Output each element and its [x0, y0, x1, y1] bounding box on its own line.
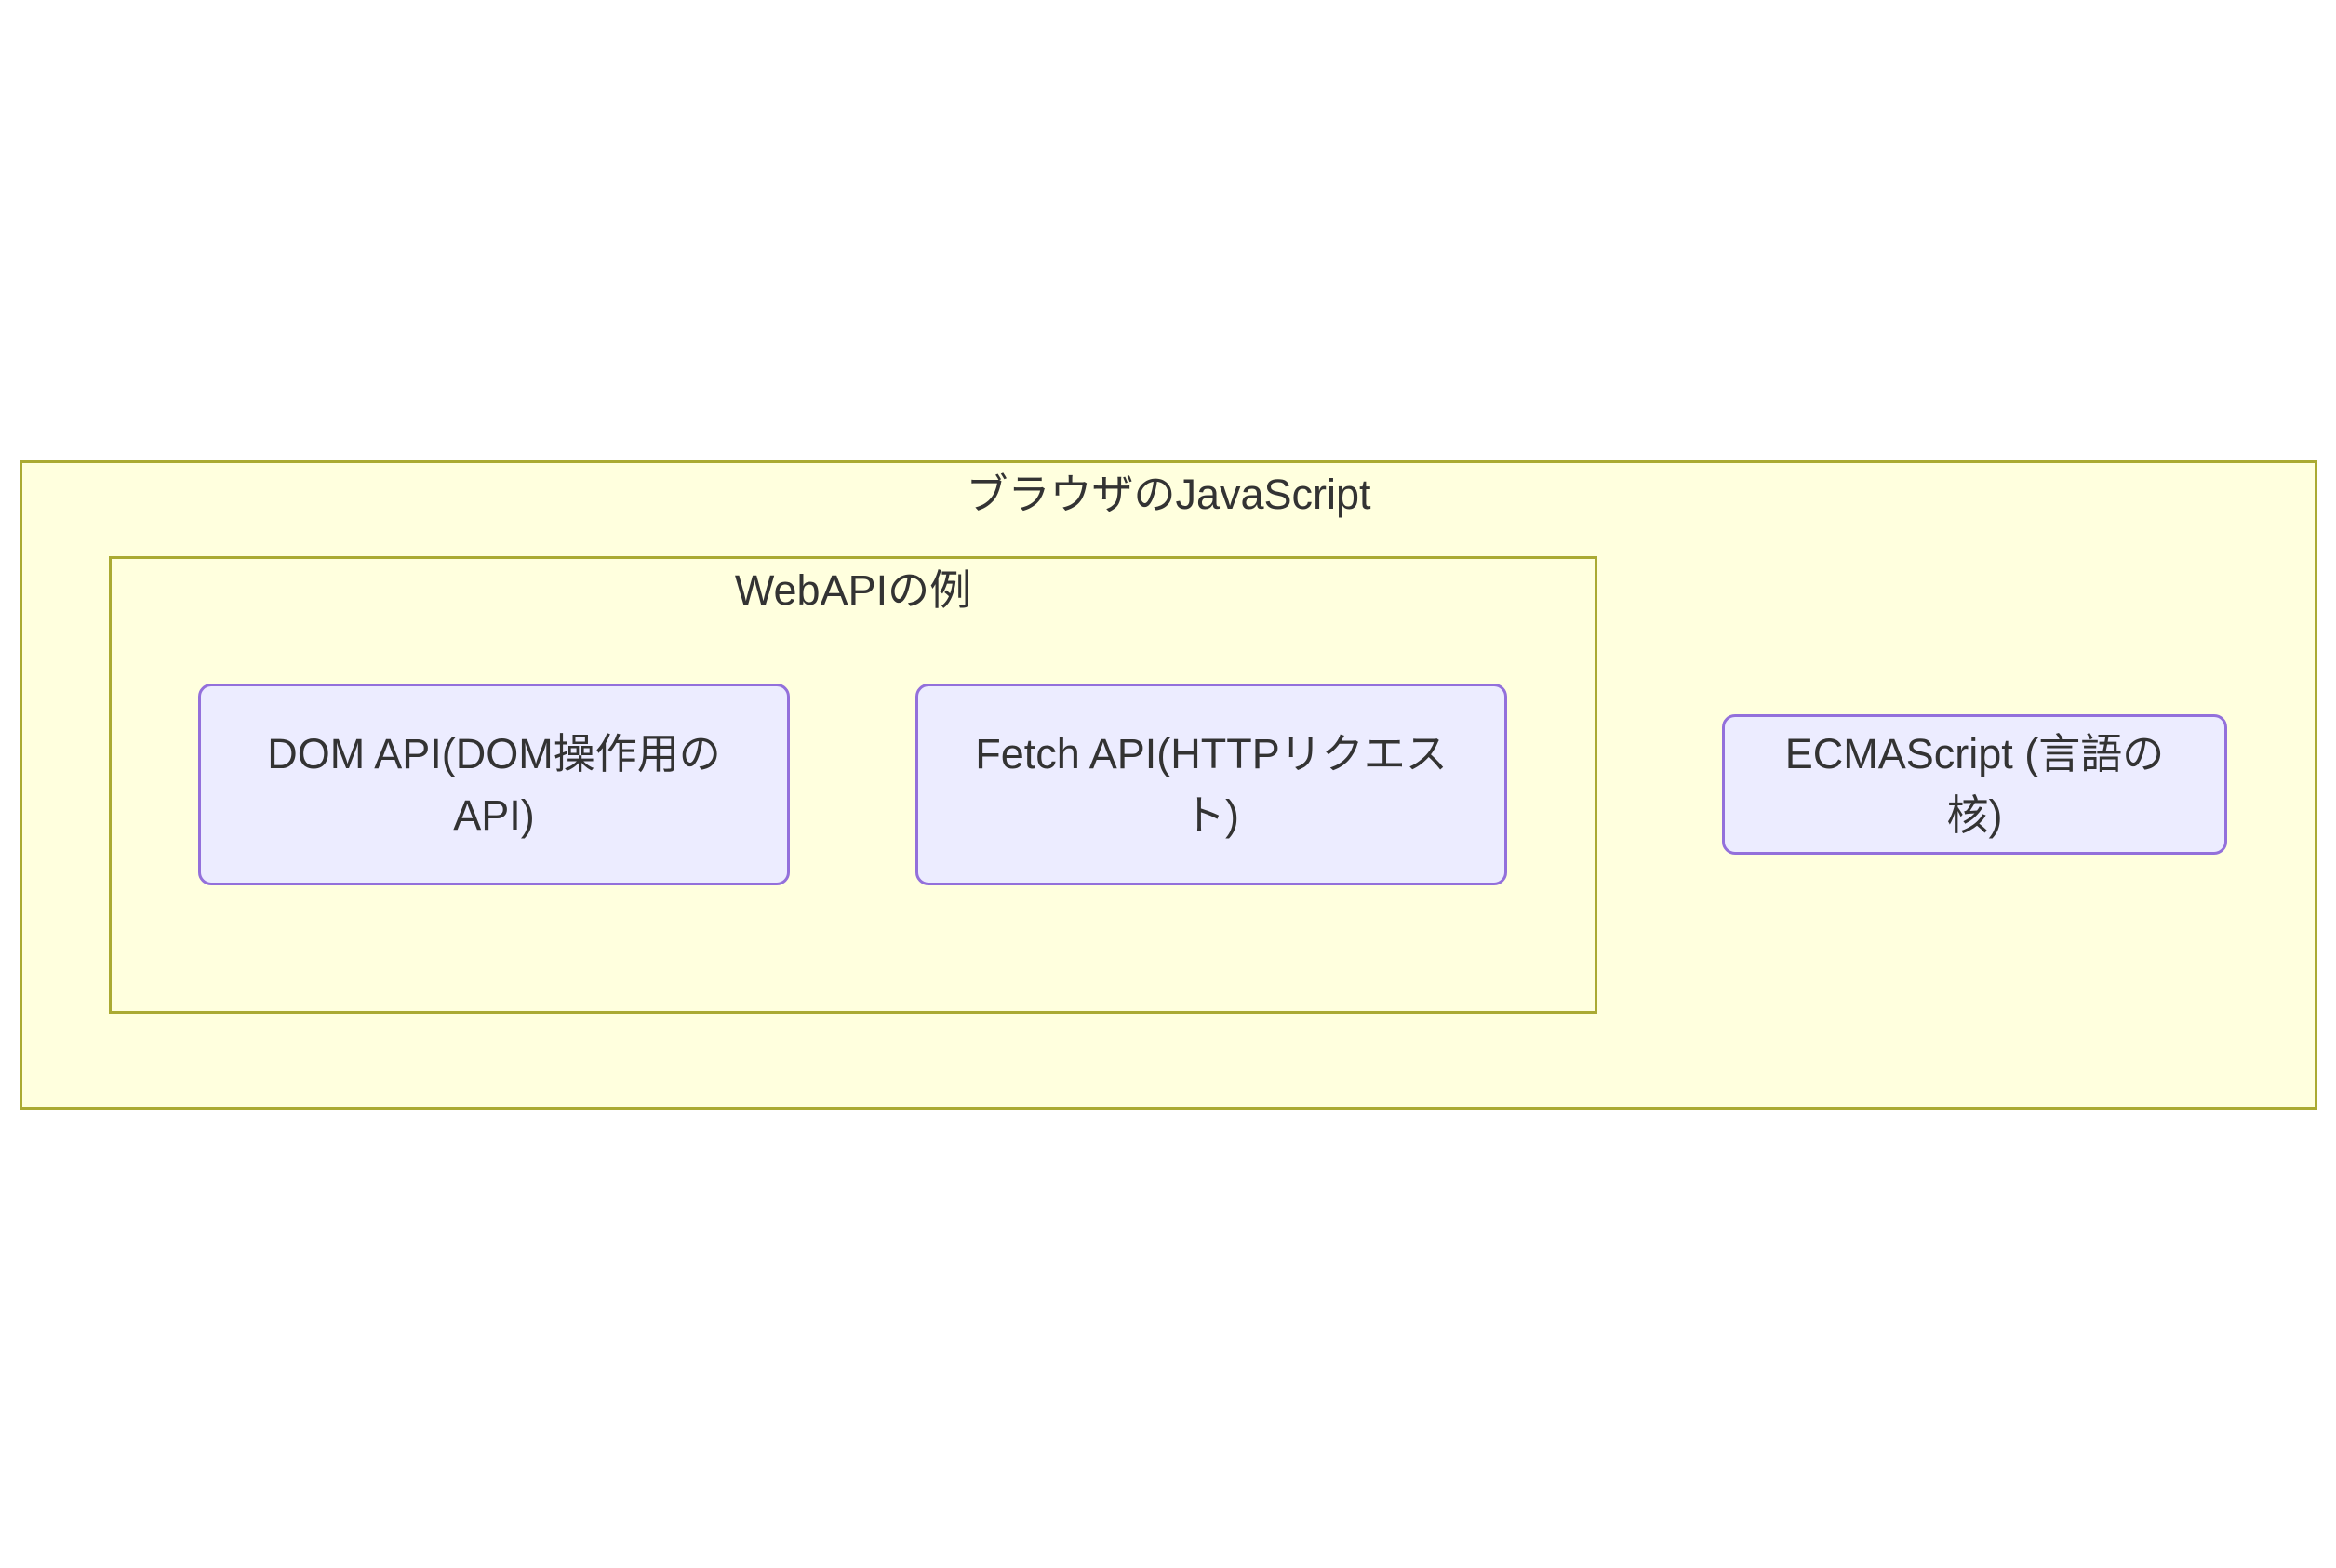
node-fetch-api-label: Fetch API(HTTPリクエス ト): [975, 724, 1448, 846]
node-dom-api: DOM API(DOM操作用の API): [198, 684, 790, 885]
node-dom-api-label-line1: DOM API(DOM操作用の: [267, 729, 721, 777]
node-fetch-api-label-line1: Fetch API(HTTPリクエス: [975, 729, 1448, 777]
node-ecmascript-label: ECMAScript (言語の核): [1784, 729, 2165, 839]
node-dom-api-label-line2: API): [453, 791, 535, 839]
node-fetch-api: Fetch API(HTTPリクエス ト): [915, 684, 1507, 885]
node-fetch-api-label-line2: ト): [1182, 791, 1239, 839]
cluster-title-browser-javascript: ブラウザのJavaScript: [966, 471, 1371, 518]
node-dom-api-label: DOM API(DOM操作用の API): [267, 724, 721, 846]
cluster-title-webapi-examples: WebAPIの例: [734, 566, 972, 614]
node-ecmascript: ECMAScript (言語の核): [1722, 714, 2227, 855]
